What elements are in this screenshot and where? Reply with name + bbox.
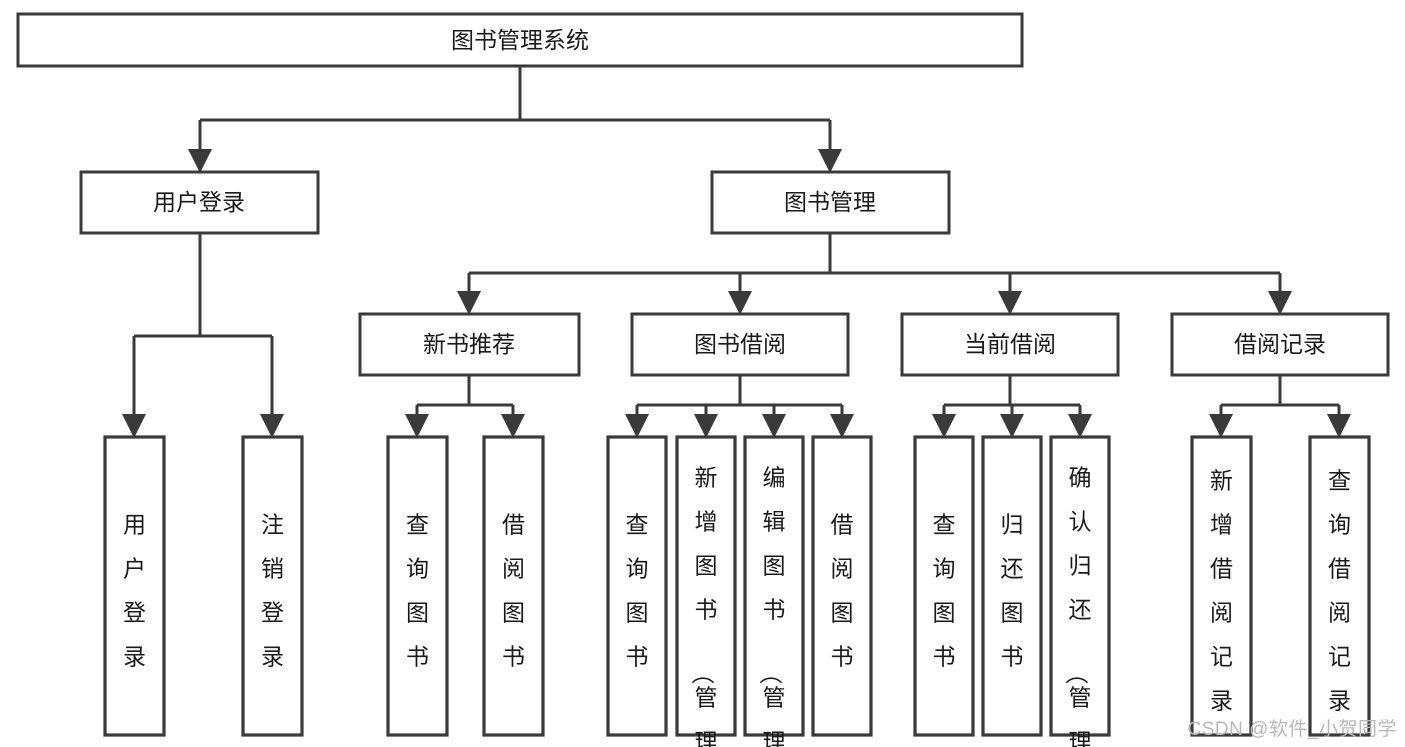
leaf-node-label: 注销登录 [261, 511, 284, 669]
node-new-book-rec-label: 新书推荐 [423, 331, 515, 357]
node-user-login-box[interactable] [79, 170, 320, 235]
leaf-node-box[interactable] [1190, 435, 1253, 737]
edge-group-book-mgmt [457, 233, 1292, 315]
edge-group-current [932, 375, 1092, 438]
leaf-node-box[interactable] [675, 435, 737, 737]
node-book-mgmt-label: 图书管理 [784, 189, 876, 215]
node-book-mgmt-box[interactable] [710, 170, 951, 235]
node-borrow-record-box[interactable] [1170, 312, 1390, 377]
edge-group-record [1209, 375, 1351, 438]
leaf-node-label: 查询图书 [626, 511, 649, 669]
leaf-node[interactable]: 查询借阅记录 [1308, 435, 1371, 737]
node-book-mgmt[interactable]: 图书管理 [710, 170, 951, 235]
leaf-node-box[interactable] [386, 435, 449, 737]
leaf-node-label: 查询借阅记录 [1328, 467, 1351, 713]
node-root-box[interactable] [16, 12, 1024, 68]
leaf-node-label: 新增图书（管理员） [690, 464, 718, 747]
node-user-login-label: 用户登录 [153, 189, 245, 215]
leaf-node-box[interactable] [241, 435, 304, 737]
leaf-node[interactable]: 查询图书 [386, 435, 449, 737]
leaf-node-box[interactable] [811, 435, 873, 737]
node-book-borrow[interactable]: 图书借阅 [630, 312, 850, 377]
leaf-node-label: 用户登录 [123, 511, 146, 669]
node-root[interactable]: 图书管理系统 [16, 12, 1024, 68]
node-current-borrow[interactable]: 当前借阅 [900, 312, 1120, 377]
node-new-book-rec-box[interactable] [358, 312, 581, 377]
leaf-node-label: 查询图书 [933, 511, 956, 669]
leaf-node[interactable]: 查询图书 [606, 435, 668, 737]
leaf-node-label: 查询图书 [406, 511, 429, 669]
node-current-borrow-box[interactable] [900, 312, 1120, 377]
leaf-node-box[interactable] [743, 435, 805, 737]
edge-group-new-book [405, 375, 525, 438]
node-root-label: 图书管理系统 [451, 27, 589, 53]
leaf-node-label: 归还图书 [1001, 511, 1024, 669]
edge-group-root [188, 66, 842, 173]
node-user-login[interactable]: 用户登录 [79, 170, 320, 235]
leaf-node[interactable]: 编辑图书（管理员） [743, 435, 805, 747]
node-current-borrow-label: 当前借阅 [964, 331, 1056, 357]
leaf-node[interactable]: 借阅图书 [811, 435, 873, 737]
node-borrow-record[interactable]: 借阅记录 [1170, 312, 1390, 377]
leaf-node-box[interactable] [913, 435, 975, 737]
node-book-borrow-label: 图书借阅 [694, 331, 786, 357]
leaf-node-layer: 用户登录 注销登录 查询图书 借阅图书 查询图书 新增图书（管理员） 编辑图书（管理员） 借阅… [103, 435, 1371, 747]
leaf-node-box[interactable] [981, 435, 1043, 737]
leaf-node[interactable]: 归还图书 [981, 435, 1043, 737]
leaf-node-label: 借阅图书 [502, 511, 525, 669]
leaf-node-box[interactable] [482, 435, 545, 737]
leaf-node-label: 借阅图书 [831, 511, 854, 669]
leaf-node[interactable]: 用户登录 [103, 435, 166, 737]
node-new-book-rec[interactable]: 新书推荐 [358, 312, 581, 377]
leaf-node[interactable]: 查询图书 [913, 435, 975, 737]
leaf-node-label: 确认归还（管理员） [1064, 464, 1092, 747]
node-book-borrow-box[interactable] [630, 312, 850, 377]
edge-group-borrow [625, 375, 854, 438]
leaf-node-box[interactable] [103, 435, 166, 737]
node-borrow-record-label: 借阅记录 [1234, 331, 1326, 357]
leaf-node[interactable]: 确认归还（管理员） [1049, 435, 1111, 747]
edge-group-user-login [122, 233, 284, 438]
leaf-node-box[interactable] [1308, 435, 1371, 737]
leaf-node[interactable]: 新增借阅记录 [1190, 435, 1253, 737]
leaf-node[interactable]: 新增图书（管理员） [675, 435, 737, 747]
leaf-node[interactable]: 借阅图书 [482, 435, 545, 737]
leaf-node-box[interactable] [606, 435, 668, 737]
leaf-node-label: 新增借阅记录 [1210, 467, 1233, 713]
leaf-node-box[interactable] [1049, 435, 1111, 737]
leaf-node[interactable]: 注销登录 [241, 435, 304, 737]
leaf-node-label: 编辑图书（管理员） [758, 464, 786, 747]
